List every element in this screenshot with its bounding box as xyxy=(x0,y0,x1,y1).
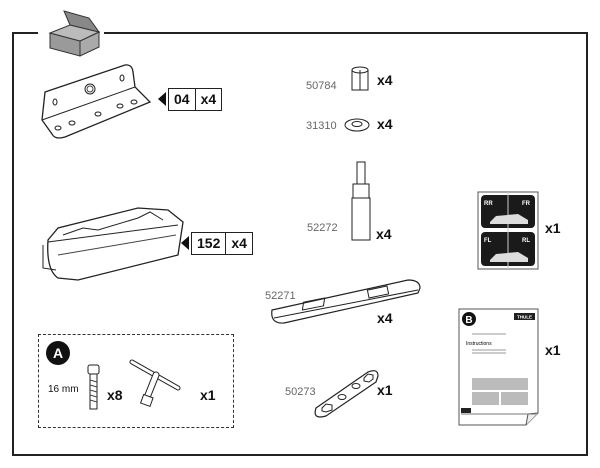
part-qty: x4 xyxy=(377,310,393,326)
position-stickers: RR FR FL RL xyxy=(477,191,539,270)
part-qty: x4 xyxy=(194,89,222,110)
pointer-arrow-icon xyxy=(181,236,189,250)
t-key-illustration xyxy=(129,359,181,408)
instructions-booklet: B THULE Instructions xyxy=(458,308,539,426)
foot-illustration xyxy=(42,207,184,281)
part-qty: x4 xyxy=(376,226,392,242)
sticker-label: FL xyxy=(484,238,492,244)
part-qty: x4 xyxy=(377,116,393,132)
toolkit-badge: A xyxy=(46,341,70,365)
bracket-illustration xyxy=(41,64,152,139)
part-label-152: 152 x4 xyxy=(191,232,253,255)
booklet-title: Instructions xyxy=(466,341,492,347)
diagram-frame xyxy=(12,32,588,456)
t-key-qty: x1 xyxy=(200,387,216,403)
sticker-label: RR xyxy=(484,201,493,207)
brand-logo: THULE xyxy=(517,315,532,320)
part-code-52272: 52272 xyxy=(307,222,338,234)
part-qty: x4 xyxy=(225,233,252,254)
part-code-31310: 31310 xyxy=(306,120,337,132)
screw-illustration xyxy=(87,364,100,410)
toolkit-badge-label: A xyxy=(53,345,63,361)
screw-size: 16 mm xyxy=(48,384,79,395)
sticker-label: RL xyxy=(522,238,530,244)
sticker-label: FR xyxy=(522,201,531,207)
part-label-04: 04 x4 xyxy=(168,88,223,111)
pointer-arrow-icon xyxy=(158,92,166,106)
washer-illustration xyxy=(344,118,370,132)
box-icon xyxy=(48,10,101,57)
screw-qty: x8 xyxy=(107,387,123,403)
booklet-badge: B xyxy=(465,315,472,326)
nut-illustration xyxy=(351,66,369,91)
part-code-50784: 50784 xyxy=(306,80,337,92)
part-code-50273: 50273 xyxy=(285,386,316,398)
part-code: 152 xyxy=(197,235,221,251)
part-qty: x4 xyxy=(377,72,393,88)
part-qty: x1 xyxy=(377,382,393,398)
plate-illustration xyxy=(271,279,421,324)
part-code-52271: 52271 xyxy=(265,290,296,302)
spacer-illustration xyxy=(351,161,371,241)
toolkit-group xyxy=(38,334,234,428)
part-qty: x1 xyxy=(545,342,561,358)
part-qty: x1 xyxy=(545,220,561,236)
wrench-illustration xyxy=(314,370,379,418)
part-code: 04 xyxy=(174,91,190,107)
